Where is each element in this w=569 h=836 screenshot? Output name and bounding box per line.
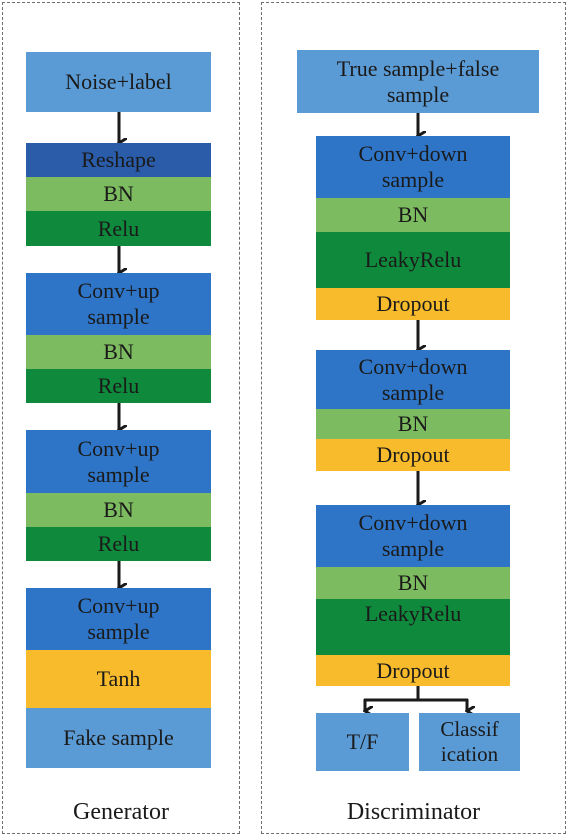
conv-down-line2: sample [381,536,445,561]
relu-block: Relu [26,369,211,403]
conv-down-block: Conv+down sample [316,505,510,567]
dropout-block: Dropout [316,288,510,320]
conv-up-line1: Conv+up [77,278,160,303]
conv-up-block: Conv+up sample [26,430,211,493]
leaky-relu-label: LeakyRelu [364,601,462,626]
dropout-block: Dropout [316,655,510,686]
fake-sample-label: Fake sample [63,725,174,750]
relu-label: Relu [97,531,140,556]
classification-line1: Classif [440,717,499,741]
bn-block: BN [316,409,510,439]
bn-label: BN [103,181,134,206]
classification-line2: ication [440,742,499,766]
true-false-sample-block: True sample+false sample [297,50,539,113]
leaky-relu-block: LeakyRelu [316,232,510,288]
conv-down-line2: sample [381,379,445,405]
generator-panel [2,2,240,834]
reshape-label: Reshape [81,147,156,172]
conv-down-line2: sample [381,167,445,192]
bn-block: BN [26,335,211,369]
tanh-label: Tanh [96,666,141,691]
conv-down-block: Conv+down sample [316,350,510,409]
noise-label-text: Noise+label [65,69,172,94]
relu-block: Relu [26,211,211,246]
conv-up-line2: sample [87,461,150,487]
input-line1: True sample+false [336,55,500,81]
bn-label: BN [397,411,429,436]
fake-sample-block: Fake sample [26,708,211,768]
relu-label: Relu [97,373,140,398]
noise-label-block: Noise+label [26,52,211,112]
conv-up-line1: Conv+up [77,435,160,461]
reshape-block: Reshape [26,143,211,177]
bn-label: BN [397,570,429,595]
conv-up-block: Conv+up sample [26,273,211,335]
classification-output-block: Classif ication [419,713,520,771]
dropout-label: Dropout [376,291,450,316]
bn-label: BN [103,339,134,364]
bn-label: BN [103,497,134,522]
discriminator-panel [261,2,566,834]
tf-output-block: T/F [316,713,409,771]
conv-up-line2: sample [87,619,150,644]
bn-label: BN [397,202,429,227]
tf-output-label: T/F [346,729,379,754]
conv-down-line1: Conv+down [358,353,468,379]
conv-up-block: Conv+up sample [26,588,211,650]
dropout-label: Dropout [376,442,450,467]
dropout-label: Dropout [376,657,450,683]
bn-block: BN [316,198,510,232]
bn-block: BN [316,567,510,599]
generator-caption: Generator [73,799,169,825]
conv-up-line2: sample [87,304,150,329]
conv-down-block: Conv+down sample [316,136,510,198]
tanh-block: Tanh [26,650,211,708]
relu-label: Relu [97,215,140,241]
relu-block: Relu [26,527,211,561]
leaky-relu-block: LeakyRelu [316,599,510,655]
bn-block: BN [26,493,211,527]
bn-block: BN [26,177,211,211]
conv-up-line1: Conv+up [77,593,160,618]
conv-down-line1: Conv+down [358,510,468,535]
input-line2: sample [386,81,450,107]
discriminator-caption: Discriminator [346,799,481,825]
leaky-relu-label: LeakyRelu [364,247,462,272]
dropout-block: Dropout [316,439,510,471]
conv-down-line1: Conv+down [358,141,468,166]
